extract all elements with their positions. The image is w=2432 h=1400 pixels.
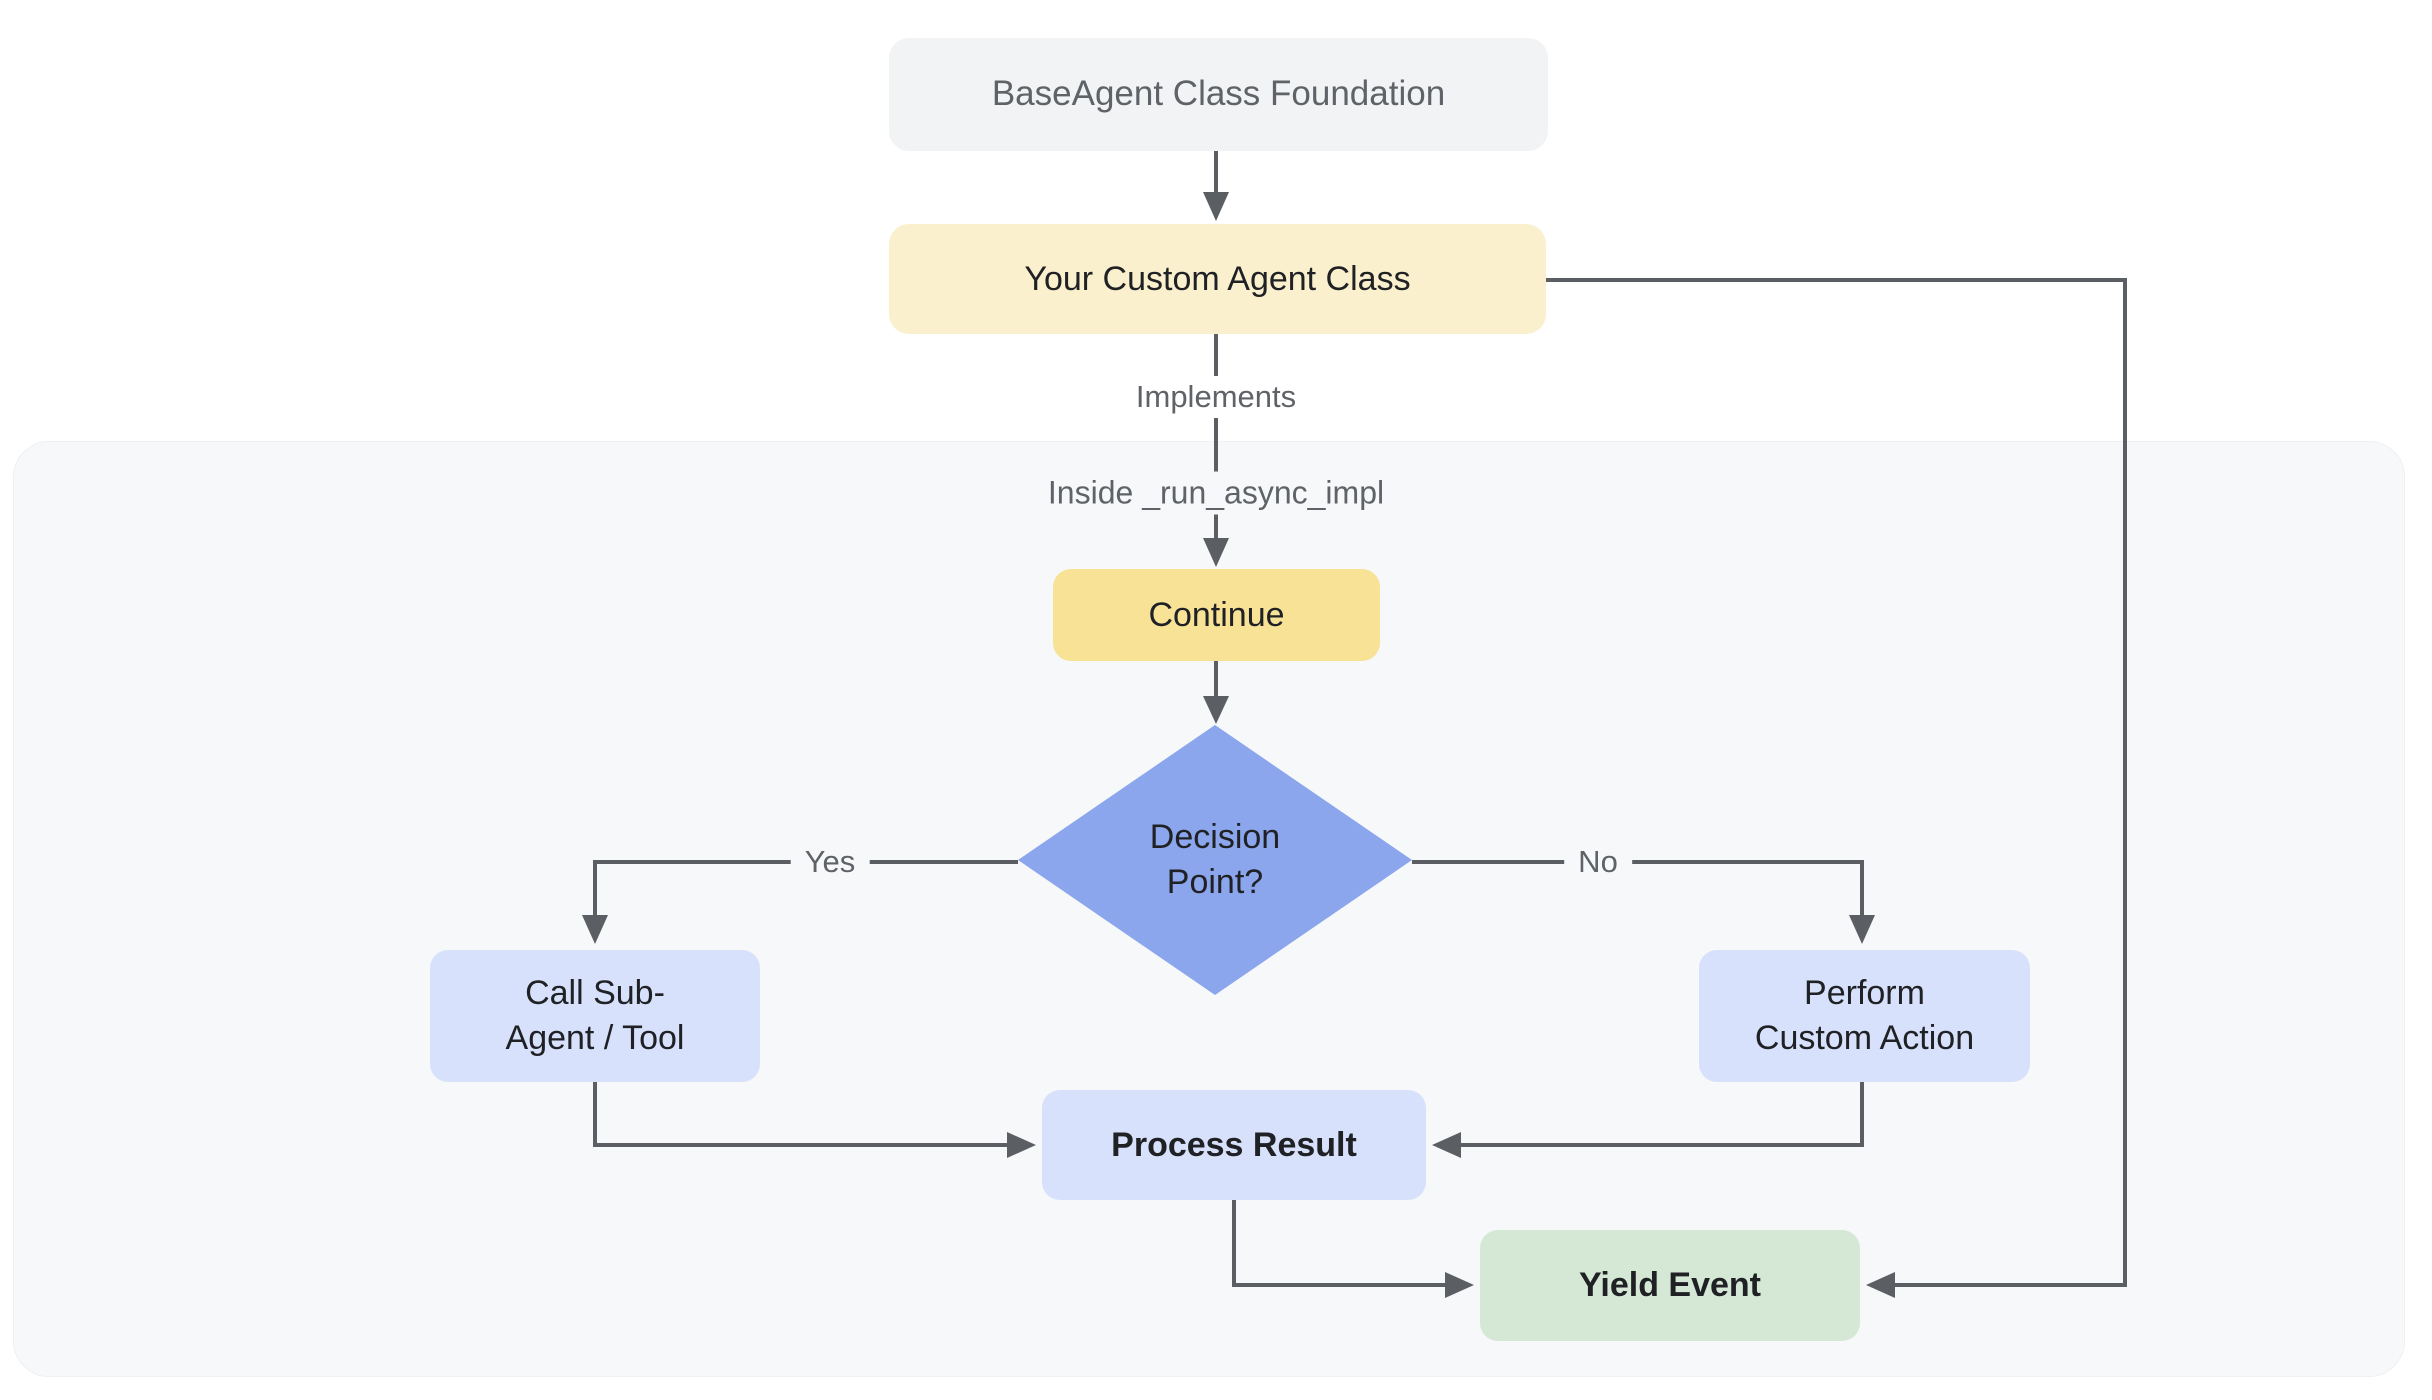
edge-custom-to-continue [1203,334,1229,567]
node-call-sub-agent: Call Sub- Agent / Tool [430,950,760,1082]
edge-custom-to-yield [1546,278,2127,1298]
decision-line-1: Decision [1149,818,1281,857]
node-continue: Continue [1053,569,1380,661]
subgraph-label: Inside _run_async_impl [1033,471,1399,515]
edge-label-no: No [1564,841,1632,883]
edge-continue-to-decision [1203,661,1229,724]
node-decision-label: Decision Point? [1150,815,1280,905]
perform-line-1: Perform [1804,974,1925,1013]
node-yield-event: Yield Event [1480,1230,1860,1341]
edge-process-to-yield [1232,1200,1474,1298]
node-yield-label: Yield Event [1578,1266,1762,1305]
node-continue-label: Continue [1148,595,1285,634]
edge-perform-to-process [1432,1082,1864,1158]
node-call-sub-label: Call Sub- Agent / Tool [506,971,685,1061]
call-sub-line-1: Call Sub- [525,974,665,1013]
node-base-agent: BaseAgent Class Foundation [889,38,1548,151]
edge-decision-yes [582,860,1018,944]
node-base-agent-label: BaseAgent Class Foundation [991,74,1446,114]
node-process-result: Process Result [1042,1090,1426,1200]
edge-callsub-to-process [593,1082,1036,1158]
call-sub-line-2: Agent / Tool [505,1019,685,1057]
node-custom-agent-label: Your Custom Agent Class [1024,259,1411,298]
decision-line-2: Point? [1166,863,1264,901]
perform-line-2: Custom Action [1754,1019,1975,1057]
node-perform-custom-action: Perform Custom Action [1699,950,2030,1082]
edge-base-to-custom [1203,151,1229,221]
node-process-label: Process Result [1111,1125,1357,1164]
node-custom-agent: Your Custom Agent Class [889,224,1546,334]
edge-label-yes: Yes [790,841,870,883]
edge-decision-no [1412,860,1875,944]
node-perform-label: Perform Custom Action [1755,971,1974,1061]
edge-label-implements: Implements [1121,376,1311,418]
